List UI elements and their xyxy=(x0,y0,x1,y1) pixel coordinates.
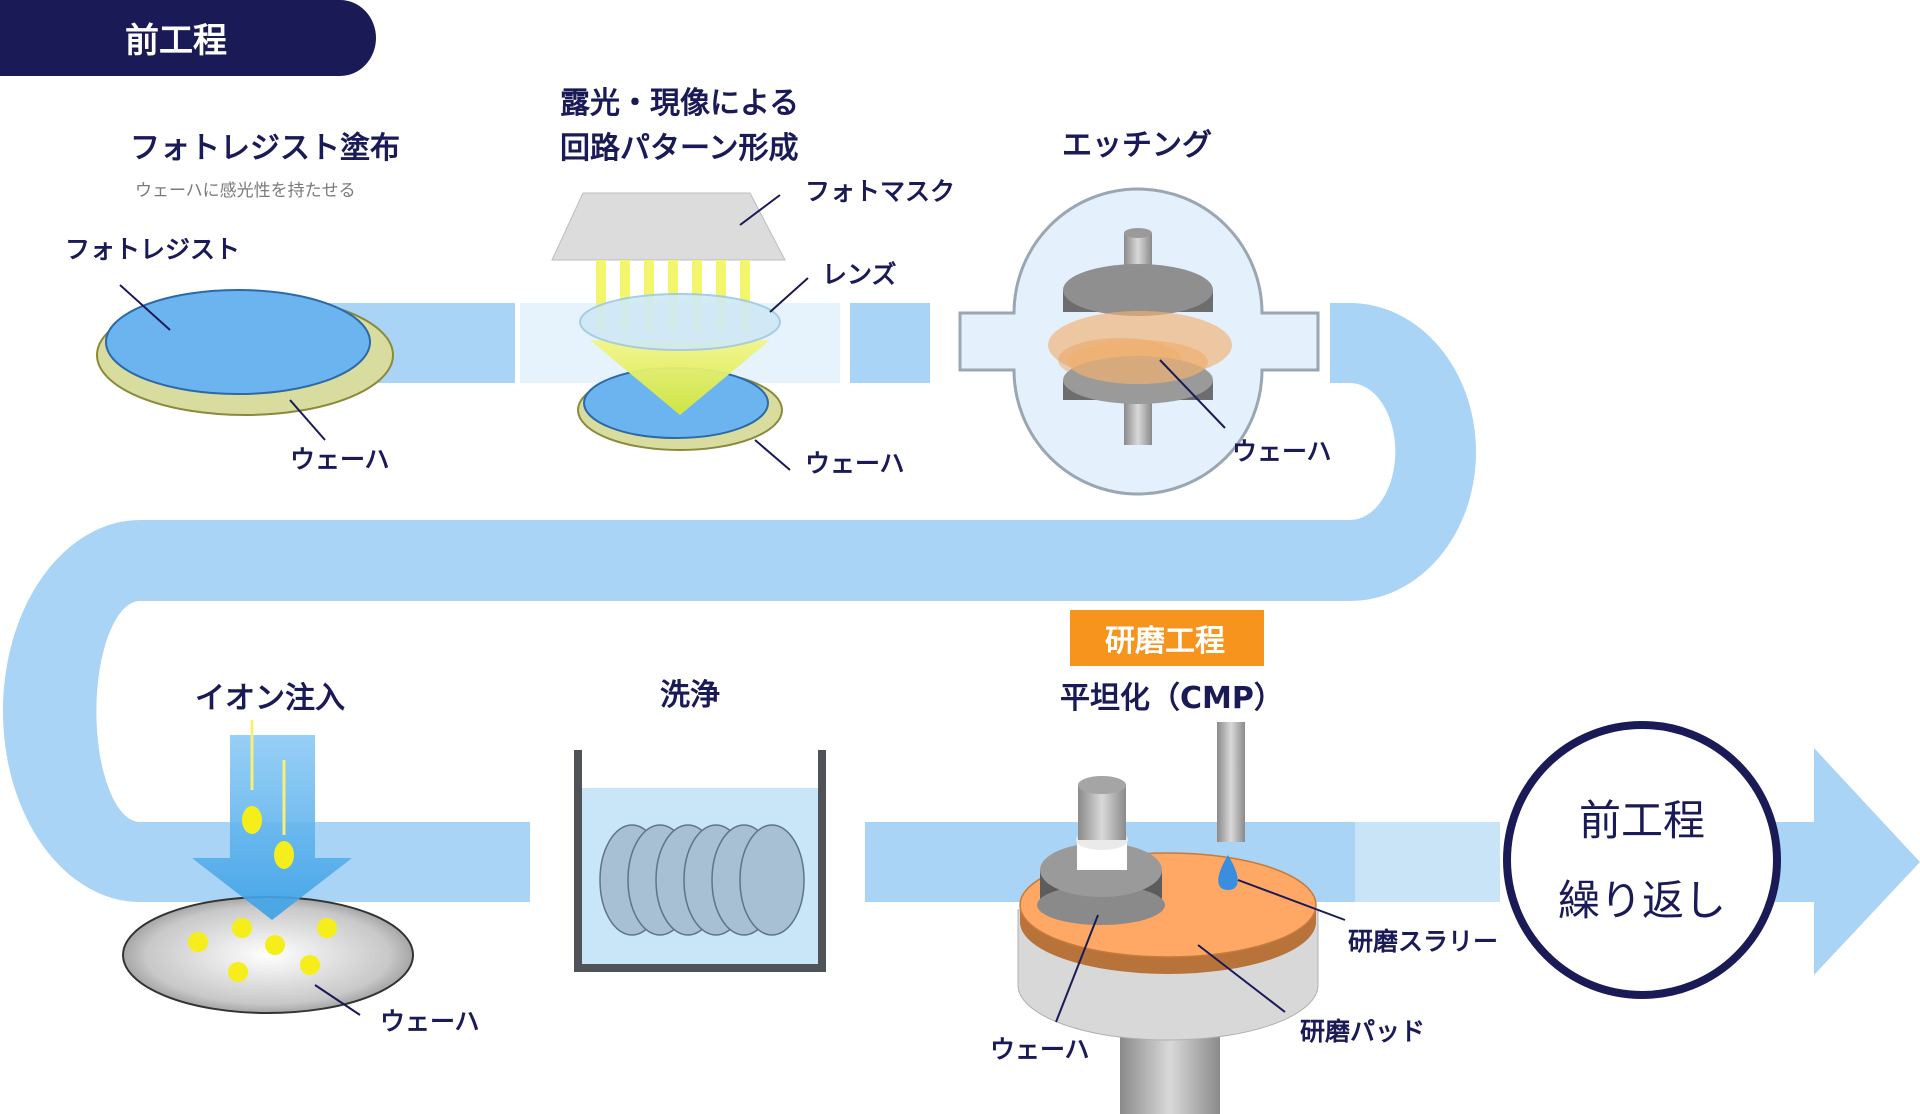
cmp-title: 平坦化（CMP） xyxy=(1060,681,1284,716)
resist-label-resist: フォトレジスト xyxy=(65,235,240,264)
flow-arrow-head xyxy=(1814,748,1920,975)
exposure-title-2: 回路パターン形成 xyxy=(560,131,799,166)
cmp-label-pad: 研磨パッド xyxy=(1300,1017,1425,1046)
repeat-line2: 繰り返し xyxy=(1558,876,1726,925)
implanted-ion xyxy=(300,955,320,975)
step-exposure: 露光・現像による 回路パターン形成 フォトマスク レンズ ウェーハ xyxy=(551,86,955,478)
cmp-wafer-leader xyxy=(1055,914,1099,1023)
exposure-wafer-leader xyxy=(754,439,791,471)
light-ray xyxy=(596,260,606,332)
etching-electrode-upper xyxy=(1063,264,1213,316)
flow-band-top-3 xyxy=(850,303,930,383)
ion-title: イオン注入 xyxy=(195,681,345,716)
header-title: 前工程 xyxy=(125,21,227,61)
step-cleaning: 洗浄 xyxy=(574,678,826,972)
light-ray xyxy=(620,260,630,332)
cleaning-tank xyxy=(574,750,826,972)
exposure-label-lens: レンズ xyxy=(822,260,897,289)
step-resist: フォトレジスト塗布 ウェーハに感光性を持たせる フォトレジスト ウェーハ xyxy=(65,131,400,474)
repeat-circle: 前工程 繰り返し xyxy=(1503,721,1781,999)
light-ray xyxy=(740,260,750,332)
flow-path xyxy=(2,303,1920,975)
exposure-label-wafer: ウェーハ xyxy=(805,449,905,478)
resist-title: フォトレジスト塗布 xyxy=(130,131,400,166)
cleaning-title: 洗浄 xyxy=(660,678,720,713)
lens xyxy=(579,293,781,351)
cmp-spindle-top xyxy=(1078,776,1126,794)
stacked-wafer xyxy=(739,824,805,936)
exposure-title-1: 露光・現像による xyxy=(560,86,799,121)
implanted-ion xyxy=(265,935,285,955)
etching-title: エッチング xyxy=(1062,128,1212,163)
flow-uturn-right xyxy=(1330,303,1476,601)
repeat-ring xyxy=(1503,721,1781,999)
photomask xyxy=(551,192,786,261)
step-ion: イオン注入 ウェーハ xyxy=(122,681,480,1036)
lens-leader xyxy=(769,277,809,313)
implanted-ion xyxy=(232,918,252,938)
resist-leader-wafer xyxy=(289,399,326,441)
slurry-nozzle xyxy=(1217,722,1245,842)
flow-band-bottom-2 xyxy=(1355,822,1500,902)
etching-shaft-bottom xyxy=(1124,400,1152,445)
cmp-label-slurry: 研磨スラリー xyxy=(1348,927,1498,956)
slurry-drop xyxy=(1218,855,1238,890)
light-cone xyxy=(590,340,770,415)
etching-shaft-top-cap xyxy=(1124,228,1152,238)
wafer-stack xyxy=(599,824,805,936)
cmp-spindle xyxy=(1078,785,1126,840)
ion xyxy=(274,841,294,869)
cmp-wafer xyxy=(1037,885,1165,925)
header-pill: 前工程 xyxy=(0,0,376,76)
implanted-ion xyxy=(228,962,248,982)
cmp-badge xyxy=(1070,610,1264,666)
ion-label-wafer: ウェーハ xyxy=(380,1007,480,1036)
exposure-label-mask: フォトマスク xyxy=(805,177,955,206)
cmp-label-wafer: ウェーハ xyxy=(990,1035,1090,1064)
resist-coating xyxy=(105,289,371,395)
flow-band-middle xyxy=(140,520,1335,601)
mask-leader xyxy=(739,194,781,226)
pad-leader xyxy=(1197,944,1286,1013)
implanted-ion xyxy=(317,918,337,938)
ion-beam-arrow xyxy=(192,735,352,920)
step-cmp: 研磨工程 平坦化（CMP） 研磨スラリー 研磨パッド ウェーハ xyxy=(990,610,1498,1114)
etching-leader xyxy=(1159,359,1226,429)
cmp-badge-text: 研磨工程 xyxy=(1105,624,1225,659)
implanted-ion xyxy=(188,932,208,952)
ion-leader xyxy=(314,984,361,1016)
etching-wafer xyxy=(1068,340,1208,384)
ion xyxy=(242,806,262,834)
resist-label-wafer: ウェーハ xyxy=(290,445,390,474)
resist-leader-resist xyxy=(119,284,171,331)
step-etching: エッチング ウェーハ xyxy=(958,128,1332,496)
etching-label-wafer: ウェーハ xyxy=(1232,437,1332,466)
resist-subtitle: ウェーハに感光性を持たせる xyxy=(135,181,356,201)
repeat-line1: 前工程 xyxy=(1579,796,1705,845)
slurry-leader xyxy=(1237,879,1346,921)
